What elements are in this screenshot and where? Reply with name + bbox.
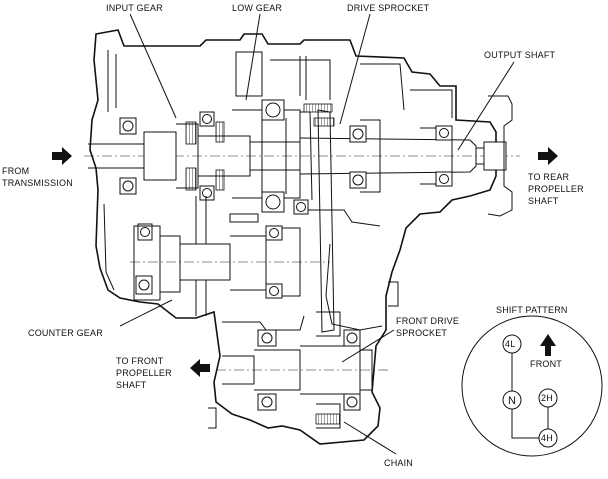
- shift-position-n: N: [502, 390, 522, 410]
- to-front-label-1: TO FRONT: [116, 356, 164, 366]
- to-front-arrow: [190, 359, 210, 377]
- svg-text:N: N: [508, 395, 516, 407]
- counter-gear-label: COUNTER GEAR: [28, 328, 103, 338]
- chain-label: CHAIN: [384, 458, 413, 468]
- to-rear-arrow: [538, 147, 558, 165]
- main-shaft: [84, 95, 520, 217]
- front-drive-sprocket-label-1: FRONT DRIVE: [396, 316, 459, 326]
- low-gear-assembly: [185, 103, 335, 223]
- to-rear-label-1: TO REAR: [528, 172, 570, 182]
- svg-text:2H: 2H: [541, 393, 553, 403]
- svg-text:4L: 4L: [505, 339, 515, 349]
- shift-gate: [511, 352, 540, 439]
- bearings-top: [119, 99, 453, 241]
- labels: INPUT GEAR LOW GEAR DRIVE SPROCKET OUTPU…: [2, 3, 584, 468]
- chain: [300, 109, 335, 333]
- drive-sprocket-label: DRIVE SPROCKET: [347, 3, 430, 13]
- output-shaft-label: OUTPUT SHAFT: [484, 50, 556, 60]
- shift-position-4l: 4L: [502, 334, 522, 354]
- to-front-label-3: SHAFT: [116, 380, 147, 390]
- flow-arrows: [52, 147, 558, 377]
- to-rear-label-3: SHAFT: [528, 196, 559, 206]
- leader-lines: [119, 13, 515, 455]
- shift-pattern-title: SHIFT PATTERN: [496, 305, 568, 315]
- from-transmission-arrow: [52, 147, 72, 165]
- front-label: FRONT: [530, 359, 562, 369]
- svg-text:4H: 4H: [541, 433, 553, 443]
- to-rear-label-2: PROPELLER: [528, 184, 584, 194]
- shift-pattern: SHIFT PATTERN FRONT 4L N 2H 4H: [461, 305, 603, 457]
- shift-position-4h: 4H: [538, 428, 558, 448]
- front-drive-sprocket-label-2: SPROCKET: [396, 328, 447, 338]
- low-gear-label: LOW GEAR: [232, 3, 282, 13]
- shift-position-2h: 2H: [538, 388, 558, 408]
- from-transmission-label-2: TRANSMISSION: [2, 178, 73, 188]
- input-gear-label: INPUT GEAR: [106, 3, 163, 13]
- to-front-label-2: PROPELLER: [116, 368, 172, 378]
- from-transmission-label-1: FROM: [2, 166, 29, 176]
- counter-shaft: [130, 196, 330, 316]
- shift-pattern-ring: [461, 315, 603, 457]
- front-output-shaft: [208, 311, 390, 429]
- front-direction-arrow: [540, 334, 556, 356]
